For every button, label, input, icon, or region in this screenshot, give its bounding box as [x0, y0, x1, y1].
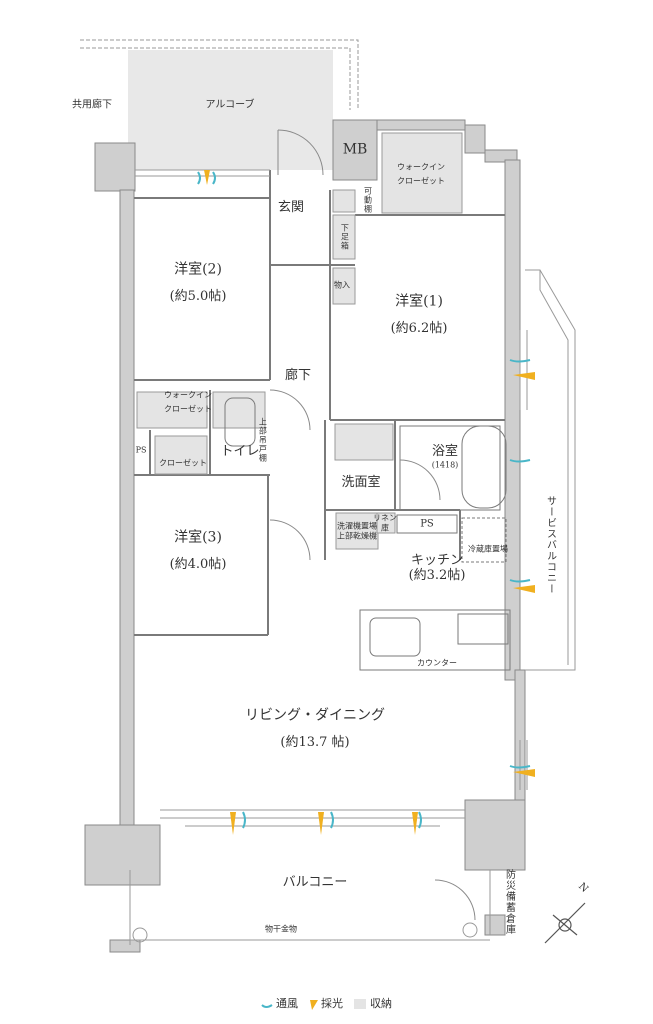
washer-label-a: 洗濯機置場: [337, 521, 377, 531]
linen-label-a: リネン: [373, 513, 397, 523]
western-room-2-label: 洋室(2): [174, 261, 222, 278]
kitchen-size: (約3.2帖): [408, 567, 466, 583]
living-label: リビング・ダイニング: [245, 707, 385, 724]
walkin-closet-2-label-b: クローゼット: [164, 404, 212, 414]
balcony-label: バルコニー: [282, 874, 348, 890]
storage-label: 物入: [334, 280, 350, 290]
fixtures: [224, 397, 511, 671]
alcove-area: [128, 50, 333, 170]
shoe-cabinet-label: 下足箱: [340, 223, 350, 251]
window-lines: [130, 169, 528, 941]
legend-ventilation-label: 通風: [276, 997, 298, 1010]
western-room-2-size: (約5.0帖): [169, 288, 227, 304]
western-room-1-label: 洋室(1): [395, 293, 443, 310]
toilet-label: トイレ: [220, 443, 260, 459]
bathroom-label: 浴室: [431, 443, 459, 459]
western-room-1-size: (約6.2帖): [390, 320, 448, 336]
entrance-label: 玄関: [277, 199, 305, 215]
north-compass: [544, 902, 586, 944]
service-balcony-rail: [525, 269, 576, 671]
bathroom-size: (1418): [431, 460, 459, 470]
laundry-pole-label: 物干金物: [265, 924, 297, 934]
counter-label: カウンター: [417, 658, 457, 668]
upper-shelf-label: 上部吊戸棚: [258, 417, 268, 463]
alcove-label: アルコーブ: [205, 99, 255, 111]
daylight-arrows: [204, 170, 535, 835]
legend-daylight-label: 採光: [321, 997, 343, 1010]
washer-label-b: 上部乾燥機: [337, 531, 377, 541]
balcony-rail: [129, 870, 491, 945]
movable-shelf-label-a: 可: [364, 186, 372, 196]
legend-swatches: [261, 999, 366, 1010]
western-room-3-size: (約4.0帖): [169, 556, 227, 572]
service-balcony-label: サービスバルコニー: [544, 495, 556, 595]
legend-storage-label: 収納: [370, 997, 392, 1010]
storage-areas: [136, 132, 463, 550]
walkin-closet-2-label-a: ウォークイン: [164, 390, 212, 400]
ventilation-arrows: [197, 171, 531, 829]
walkin-closet-1-label-a: ウォークイン: [397, 162, 445, 172]
ps-right-label: PS: [420, 518, 434, 530]
door-swings: [269, 129, 476, 921]
legend-daylight-swatch: [310, 1000, 318, 1010]
disaster-storage-label: 防災備蓄倉庫: [503, 869, 515, 935]
walkin-closet-1-label-b: クローゼット: [397, 176, 445, 186]
linen-label-b: 庫: [381, 523, 389, 533]
corridor-boundary: [80, 39, 359, 110]
hallway-label: 廊下: [284, 367, 312, 383]
mb-label: MB: [342, 141, 368, 158]
movable-shelf-label-c: 棚: [364, 204, 372, 214]
living-size: (約13.7 帖): [280, 734, 350, 750]
legend-ventilation-swatch: [261, 1004, 273, 1008]
western-room-3-label: 洋室(3): [174, 529, 222, 546]
washroom-label: 洗面室: [341, 474, 381, 490]
common-corridor-label: 共用廊下: [72, 99, 112, 111]
legend-storage-swatch: [354, 999, 366, 1009]
movable-shelf-label-b: 動: [364, 195, 372, 205]
fridge-label: 冷蔵庫置場: [468, 544, 508, 554]
closet-label: クローゼット: [159, 458, 207, 468]
ps-left-label: PS: [135, 445, 147, 455]
outer-walls: [84, 119, 526, 953]
kitchen-label: キッチン: [410, 552, 464, 568]
